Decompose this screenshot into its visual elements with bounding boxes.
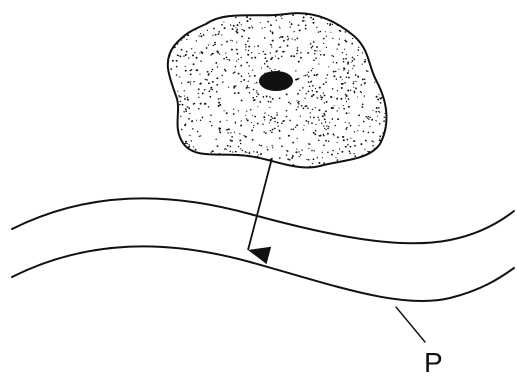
direction-arrow (248, 158, 272, 250)
label-p: P (424, 347, 443, 376)
band-upper-curve (12, 198, 514, 243)
label-leader-line (396, 307, 425, 342)
stipple-dots (160, 9, 396, 175)
stippled-region (160, 9, 396, 175)
central-nucleus (259, 71, 293, 91)
band-lower-curve (12, 246, 514, 301)
